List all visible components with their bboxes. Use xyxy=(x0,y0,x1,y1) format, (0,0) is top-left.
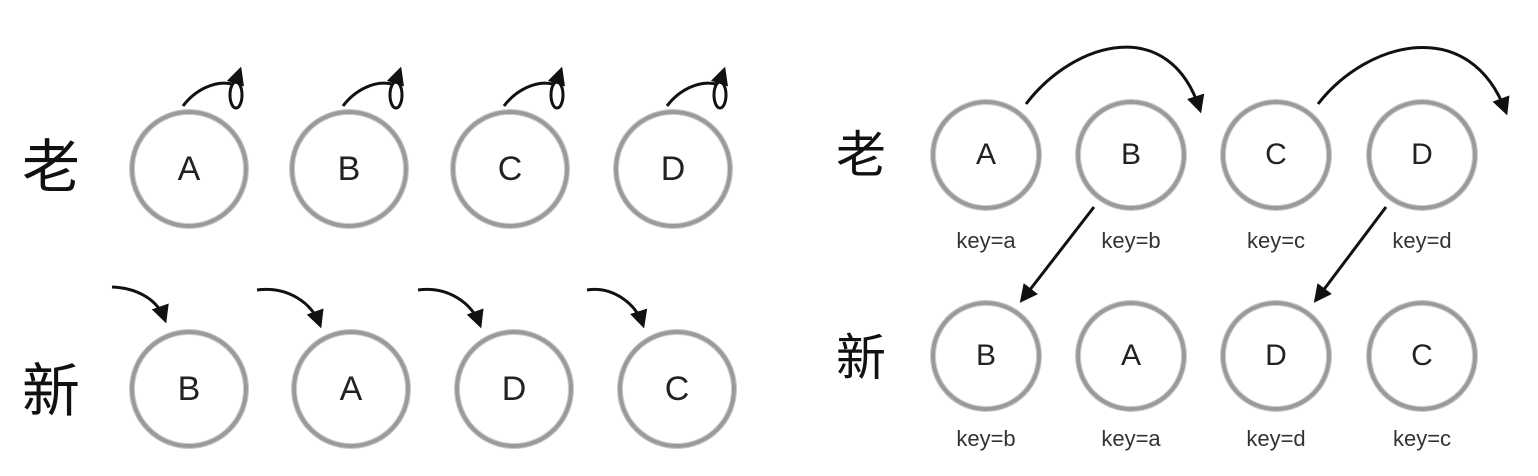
right-old-key-c: key=c xyxy=(1246,228,1306,253)
arc-arrow-a-to-b xyxy=(1024,45,1205,114)
left-old-label: 老 xyxy=(22,133,81,201)
loop-arrow-c xyxy=(502,66,565,110)
right-old-node-c: C xyxy=(1221,100,1331,210)
left-old-node-a: A xyxy=(130,110,248,228)
left-new-node-c: C xyxy=(618,330,736,448)
right-new-label: 新 xyxy=(836,329,886,387)
left-new-label: 新 xyxy=(22,357,81,425)
loop-arrow-a xyxy=(181,66,244,110)
right-old-label: 老 xyxy=(836,126,886,184)
left-new-node-a: A xyxy=(292,330,410,448)
enter-arrow-d xyxy=(417,287,484,329)
right-new-key-b: key=b xyxy=(956,426,1016,451)
right-new-key-a: key=a xyxy=(1101,426,1161,451)
right-old-node-a: A xyxy=(931,100,1041,210)
right-new-node-a: A xyxy=(1076,301,1186,411)
enter-arrow-c xyxy=(586,287,648,329)
loop-arrow-b xyxy=(341,66,404,110)
left-new-node-d: D xyxy=(455,330,573,448)
left-new-node-b: B xyxy=(130,330,248,448)
right-old-key-b: key=b xyxy=(1101,228,1161,253)
enter-arrow-a xyxy=(256,287,324,329)
right-old-node-d: D xyxy=(1367,100,1477,210)
arc-arrow-c-to-d xyxy=(1316,46,1510,116)
diag-arrow-d xyxy=(1313,206,1388,303)
enter-arrow-b xyxy=(111,285,169,324)
left-old-node-d: D xyxy=(614,110,732,228)
right-old-key-d: key=d xyxy=(1392,228,1452,253)
left-old-node-c: C xyxy=(451,110,569,228)
left-old-node-b: B xyxy=(290,110,408,228)
right-new-node-d: D xyxy=(1221,301,1331,411)
right-old-node-b: B xyxy=(1076,100,1186,210)
right-new-node-b: B xyxy=(931,301,1041,411)
right-new-key-c: key=c xyxy=(1392,426,1452,451)
right-old-key-a: key=a xyxy=(956,228,1016,253)
right-new-node-c: C xyxy=(1367,301,1477,411)
right-new-key-d: key=d xyxy=(1246,426,1306,451)
diag-arrow-b xyxy=(1019,206,1096,303)
loop-arrow-d xyxy=(665,66,728,110)
